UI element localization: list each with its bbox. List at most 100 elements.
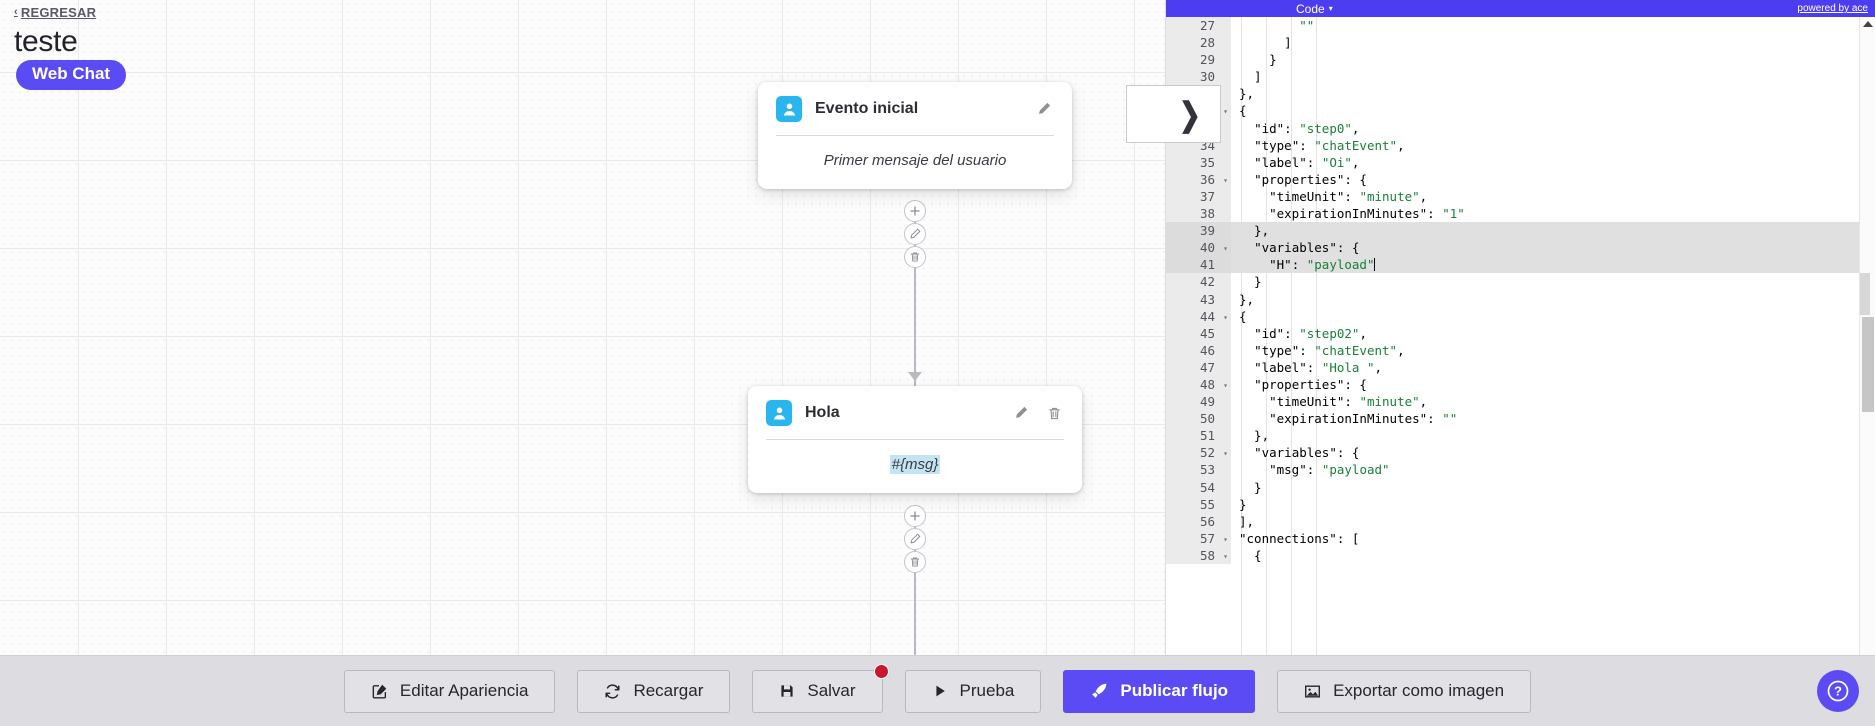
channel-badge: Web Chat <box>16 60 127 90</box>
prueba-button[interactable]: Prueba <box>904 669 1042 713</box>
code-line[interactable]: 39 }, <box>1166 222 1875 240</box>
code-line[interactable]: 35 "label": "Oi", <box>1166 153 1875 171</box>
code-line-text: "msg": "payload" <box>1269 462 1390 478</box>
fold-toggle-icon[interactable]: ▾ <box>1223 380 1228 390</box>
editar-apariencia-button[interactable]: Editar Apariencia <box>343 669 556 713</box>
code-line-text: "expirationInMinutes": "1" <box>1269 206 1465 222</box>
code-line[interactable]: 46 "type": "chatEvent", <box>1166 341 1875 359</box>
fold-toggle-icon[interactable]: ▾ <box>1223 312 1228 322</box>
fold-toggle-icon[interactable]: ▾ <box>1223 551 1228 561</box>
chevron-down-icon: ▾ <box>1328 4 1333 13</box>
code-line[interactable]: 28 ] <box>1166 34 1875 52</box>
back-link-label: REGRESAR <box>20 5 97 20</box>
code-line[interactable]: 37 "timeUnit": "minute", <box>1166 187 1875 206</box>
line-number: 57▾ <box>1166 529 1231 547</box>
scrollbar-track-marker <box>1860 273 1870 315</box>
flow-node-hola[interactable]: Hola #{msg} <box>748 386 1082 493</box>
code-line-text: "connections": [ <box>1239 530 1360 546</box>
code-line[interactable]: 45 "id": "step02", <box>1166 324 1875 342</box>
code-line[interactable]: 55} <box>1166 495 1875 513</box>
connector-line-1 <box>914 200 916 388</box>
edit-icon[interactable] <box>904 528 926 550</box>
edit-icon[interactable] <box>1034 99 1054 119</box>
add-icon[interactable] <box>904 505 926 527</box>
code-line[interactable]: 54 } <box>1166 478 1875 496</box>
line-number: 27 <box>1166 17 1231 35</box>
fold-toggle-icon[interactable]: ▾ <box>1223 175 1228 185</box>
recargar-button[interactable]: Recargar <box>577 669 731 713</box>
code-line[interactable]: 44▾{ <box>1166 307 1875 325</box>
scrollbar-thumb[interactable] <box>1862 317 1874 412</box>
powered-by-ace-link[interactable]: powered by ace <box>1797 3 1868 14</box>
code-line[interactable]: 31}, <box>1166 85 1875 103</box>
scroll-up-icon[interactable] <box>1863 21 1873 27</box>
back-caret-icon: ‹ <box>14 6 18 18</box>
code-line[interactable]: 56], <box>1166 512 1875 530</box>
code-line[interactable]: 51 }, <box>1166 427 1875 445</box>
code-line[interactable]: 43}, <box>1166 290 1875 308</box>
code-line[interactable]: 33 "id": "step0", <box>1166 119 1875 137</box>
delete-icon[interactable] <box>1044 403 1064 423</box>
code-line[interactable]: 40▾ "variables": { <box>1166 239 1875 257</box>
code-line[interactable]: 32▾{ <box>1166 102 1875 120</box>
edit-icon[interactable] <box>904 223 926 245</box>
exportar-como-imagen-button[interactable]: Exportar como imagen <box>1277 669 1532 713</box>
code-line[interactable]: 53 "msg": "payload" <box>1166 461 1875 479</box>
user-icon <box>776 96 802 122</box>
flow-canvas[interactable]: ‹ REGRESAR teste Web Chat <box>0 0 1165 655</box>
code-line-text: { <box>1239 547 1262 563</box>
bottom-toolbar: Editar Apariencia Recargar Salvar Prueba Pub… <box>0 655 1875 726</box>
code-editor-panel[interactable]: Code ▾ powered by ace 27 ""28 ]29 }30 ]3… <box>1126 0 1875 655</box>
back-link[interactable]: ‹ REGRESAR <box>14 5 96 20</box>
code-line[interactable]: 48▾ "properties": { <box>1166 375 1875 394</box>
node-header: Evento inicial <box>758 82 1072 135</box>
refresh-icon <box>604 683 621 700</box>
code-line[interactable]: 49 "timeUnit": "minute", <box>1166 393 1875 411</box>
code-line[interactable]: 58▾ { <box>1166 546 1875 564</box>
node-title: Evento inicial <box>815 100 919 117</box>
add-icon[interactable] <box>904 200 926 222</box>
code-line[interactable]: 30 ] <box>1166 68 1875 86</box>
node-title: Hola <box>805 404 840 421</box>
code-editor-body[interactable]: 27 ""28 ]29 }30 ]31},32▾{33 "id": "step0… <box>1166 17 1875 655</box>
flow-node-evento-inicial[interactable]: Evento inicial Primer mensaje del usuari… <box>758 82 1072 189</box>
line-number: 35 <box>1166 153 1231 171</box>
connector-actions-1[interactable] <box>904 200 926 268</box>
fold-toggle-icon[interactable]: ▾ <box>1223 449 1228 459</box>
collapse-panel-button[interactable]: ❯ <box>1126 85 1221 143</box>
connector-actions-2[interactable] <box>904 505 926 573</box>
code-line-text: ] <box>1239 69 1262 85</box>
fold-toggle-icon[interactable]: ▾ <box>1223 244 1228 254</box>
code-line[interactable]: 29 } <box>1166 51 1875 69</box>
code-line-text: "label": "Hola ", <box>1254 359 1383 375</box>
code-line[interactable]: 42 } <box>1166 273 1875 291</box>
code-editor-scrollbar[interactable] <box>1859 17 1875 655</box>
delete-icon[interactable] <box>904 551 926 573</box>
help-button[interactable]: ? <box>1817 670 1859 712</box>
code-line[interactable]: 52▾ "variables": { <box>1166 444 1875 462</box>
code-line[interactable]: 57▾ "connections": [ <box>1166 529 1875 547</box>
fold-toggle-icon[interactable]: ▾ <box>1223 534 1228 544</box>
code-line-text: "timeUnit": "minute", <box>1269 394 1428 410</box>
publicar-flujo-button[interactable]: Publicar flujo <box>1063 669 1256 713</box>
code-mode-selector[interactable]: Code ▾ <box>1296 2 1333 16</box>
salvar-button[interactable]: Salvar <box>752 663 889 713</box>
fold-toggle-icon[interactable]: ▾ <box>1223 107 1228 117</box>
code-line[interactable]: 34 "type": "chatEvent", <box>1166 136 1875 154</box>
code-line-text: } <box>1239 496 1247 512</box>
code-line-text: "expirationInMinutes": "" <box>1269 411 1458 427</box>
user-icon <box>766 400 792 426</box>
code-line[interactable]: 50 "expirationInMinutes": "" <box>1166 410 1875 428</box>
code-line[interactable]: 47 "label": "Hola ", <box>1166 358 1875 376</box>
code-line[interactable]: 38 "expirationInMinutes": "1" <box>1166 205 1875 223</box>
code-line-text: "properties": { <box>1254 171 1367 187</box>
code-lines[interactable]: 27 ""28 ]29 }30 ]31},32▾{33 "id": "step0… <box>1166 17 1875 564</box>
edit-icon[interactable] <box>1011 403 1031 423</box>
code-line[interactable]: 36▾ "properties": { <box>1166 170 1875 188</box>
code-line-text: "H": "payload" <box>1269 257 1376 273</box>
unsaved-changes-badge <box>873 663 889 679</box>
code-line[interactable]: 27 "" <box>1166 17 1875 35</box>
delete-icon[interactable] <box>904 246 926 268</box>
node-divider <box>776 135 1054 136</box>
code-line[interactable]: 41 "H": "payload" <box>1166 256 1875 274</box>
